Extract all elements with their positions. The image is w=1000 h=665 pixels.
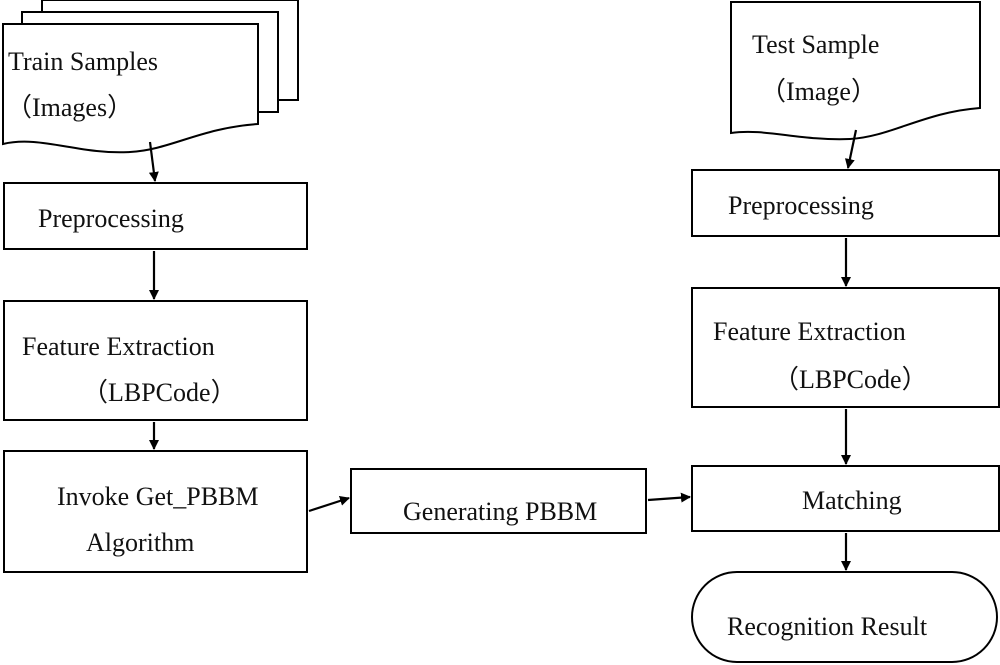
train-samples-document-stack (1, 0, 299, 154)
train-samples-images-label: （Images） (6, 93, 134, 122)
algorithm-label: Algorithm (86, 528, 195, 557)
invoke-label: Invoke Get_PBBM (57, 482, 259, 511)
right-preprocessing-label: Preprocessing (728, 191, 874, 220)
left-feature-extraction-label: Feature Extraction (22, 332, 215, 361)
right-feature-extraction-label: Feature Extraction (713, 317, 906, 346)
train-samples-doc-front (1, 23, 259, 154)
train-samples-label: Train Samples (8, 47, 158, 76)
generating-pbbm-box (350, 468, 647, 534)
arrow-generating-to-matching (647, 492, 691, 503)
test-sample-image-label: （Image） (760, 77, 877, 106)
recognition-result-label: Recognition Result (727, 612, 928, 641)
matching-label: Matching (802, 486, 902, 515)
right-feature-extraction-box (691, 287, 1000, 408)
left-preprocessing-label: Preprocessing (38, 204, 184, 233)
test-sample-label: Test Sample (752, 30, 880, 59)
arrow-invoke-to-generating (308, 496, 350, 513)
recognition-result-terminator (691, 571, 998, 663)
test-sample-document (730, 1, 981, 141)
left-feature-extraction-box (3, 300, 308, 421)
arrow-train-to-preprocessing (148, 141, 159, 182)
matching-box (691, 465, 1000, 532)
right-lbpcode-label: （LBPCode） (773, 365, 928, 394)
invoke-get-pbbm-box (3, 450, 308, 573)
left-lbpcode-label: （LBPCode） (82, 378, 237, 407)
left-preprocessing-box (3, 182, 308, 250)
generating-pbbm-label: Generating PBBM (403, 497, 598, 526)
right-preprocessing-box (691, 169, 1000, 237)
arrow-test-to-preprocessing (844, 129, 858, 169)
